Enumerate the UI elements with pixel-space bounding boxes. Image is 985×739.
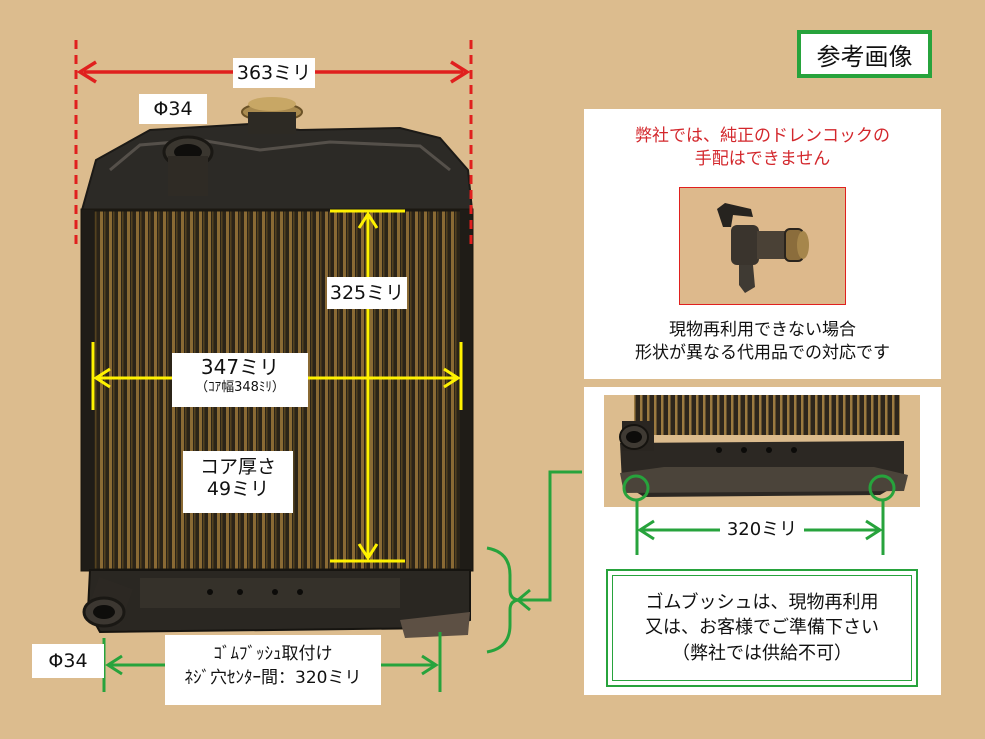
green-connector [520,470,582,602]
drain-caption-line2: 形状が異なる代用品での対応です [635,342,890,363]
bushing-hole-left [622,474,650,502]
bushing-note-line3: （弊社では供給不可） [672,642,852,664]
bushing-spacing-line2: ﾈｼﾞ穴ｾﾝﾀｰ間：320ミリ [184,667,362,688]
bottom-spacing-label: 320ミリ [720,516,804,544]
bushing-note-line1: ゴムブッシュは、現物再利用 [645,592,879,614]
bushing-note-line2: 又は、お客様でご準備下さい [645,617,879,639]
outlet-diameter-label: Φ34 [32,644,104,678]
drain-caption-line1: 現物再利用できない場合 [669,320,856,340]
height-label: 325ミリ [327,277,407,309]
drain-caption: 現物再利用できない場合 形状が異なる代用品での対応です [584,319,941,365]
green-brace [486,546,521,654]
bushing-hole-right [868,474,896,502]
drain-notice-line2: 手配はできません [694,148,831,169]
drain-cock-photo [679,187,846,305]
core-width-note: （ｺｱ幅348ﾐﾘ） [195,380,285,395]
bushing-spacing-line1: ｺﾞﾑﾌﾞｯｼｭ取付け [213,644,333,664]
drain-cock-panel: 弊社では、純正のドレンコックの 手配はできません 現物再利用できない場合 形状が… [584,109,941,379]
core-thickness-label: コア厚さ 49ミリ [183,451,293,513]
reference-image-tag: 参考画像 [797,30,932,78]
inlet-diameter-label: Φ34 [139,94,207,124]
bushing-note-inner: ゴムブッシュは、現物再利用 又は、お客様でご準備下さい （弊社では供給不可） [612,575,912,681]
core-thickness-title: コア厚さ [199,456,276,478]
core-width-label: 347ミリ （ｺｱ幅348ﾐﾘ） [172,353,308,407]
core-thickness-value: 49ミリ [206,477,270,500]
drain-notice-line1: 弊社では、純正のドレンコックの [635,126,890,146]
bottom-tank-photo [604,395,920,507]
top-width-label: 363ミリ [233,58,315,88]
core-width-value: 347ミリ [200,355,280,379]
drain-notice: 弊社では、純正のドレンコックの 手配はできません [584,125,941,171]
bushing-note-box: ゴムブッシュは、現物再利用 又は、お客様でご準備下さい （弊社では供給不可） [606,569,918,687]
bushing-spacing-label: ｺﾞﾑﾌﾞｯｼｭ取付け ﾈｼﾞ穴ｾﾝﾀｰ間：320ミリ [165,635,381,705]
